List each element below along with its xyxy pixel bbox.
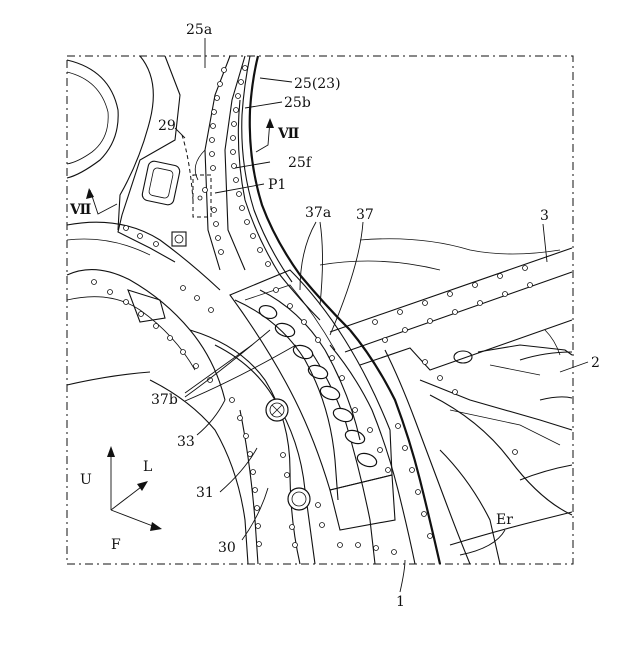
curved-member-31 — [149, 289, 396, 565]
leader-lines — [174, 38, 589, 593]
label-2: 2 — [591, 355, 600, 371]
left-body-contours — [66, 55, 226, 401]
axis-label-f: F — [111, 537, 121, 553]
label-1: 1 — [396, 594, 405, 610]
view-frame — [66, 55, 574, 565]
label-25b: 25b — [284, 95, 311, 111]
label-3: 3 — [540, 208, 549, 224]
gusset-37 — [229, 269, 393, 491]
label-vii-left: Ⅶ — [69, 202, 91, 218]
label-31: 31 — [196, 485, 214, 501]
label-p1: P1 — [268, 177, 286, 193]
label-33: 33 — [177, 434, 195, 450]
label-37: 37 — [356, 207, 374, 223]
label-vii-top: Ⅶ — [277, 126, 299, 142]
inner-panel-25a — [117, 55, 246, 271]
label-29: 29 — [158, 118, 176, 134]
section-arrow-vii-left — [86, 188, 118, 215]
pillar-25 — [237, 55, 351, 331]
axis-label-l: L — [143, 459, 152, 475]
reference-labels: 25a 25(23) 25b 29 Ⅶ 25f P1 Ⅶ 37a 37 3 2 … — [69, 22, 600, 610]
label-25f: 25f — [288, 155, 313, 171]
label-37a: 37a — [305, 205, 331, 221]
engine-room-contours — [439, 329, 573, 565]
section-arrow-vii-top — [255, 118, 274, 153]
label-30: 30 — [218, 540, 236, 556]
cross-member-3 — [319, 238, 573, 516]
axes-indicator — [107, 446, 162, 531]
label-25a: 25a — [186, 22, 212, 38]
bolt-rows — [91, 65, 533, 555]
axis-label-u: U — [80, 472, 92, 488]
label-37b: 37b — [151, 392, 178, 408]
label-25-23: 25(23) — [294, 76, 341, 92]
label-er: Er — [496, 512, 513, 528]
